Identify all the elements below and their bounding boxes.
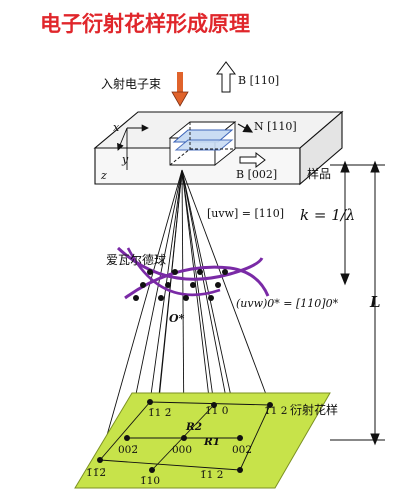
diffraction-screen xyxy=(74,392,331,489)
r2-label: R2 xyxy=(185,421,202,433)
axis-z-label: z xyxy=(100,169,107,182)
k-arrow xyxy=(340,160,350,286)
ewald-sphere xyxy=(116,246,270,300)
spot-label: 1̄1 2 xyxy=(200,469,223,481)
pattern-label: 衍射花样 xyxy=(290,402,338,417)
plane-label: (uvw)0* = [110]0* xyxy=(236,297,339,310)
l-arrow xyxy=(330,160,385,446)
spot-label: 1̄10 xyxy=(140,475,160,487)
spot-label: 1̄1 2 xyxy=(264,405,287,417)
sample-slab xyxy=(93,110,344,186)
page-title: 电子衍射花样形成原理 xyxy=(40,12,250,36)
l-label: L xyxy=(369,293,381,311)
incident-beam-label: 入射电子束 xyxy=(101,76,161,91)
incident-beam-arrow xyxy=(171,72,189,107)
reciprocal-points xyxy=(133,269,228,301)
axis-y-label: y xyxy=(121,153,129,166)
n110-arrow xyxy=(237,123,254,133)
r1-label: R1 xyxy=(203,436,220,448)
spot-label: 000 xyxy=(172,444,192,456)
spot-label: 002̄ xyxy=(118,444,138,456)
axis-x-label: x xyxy=(113,121,120,134)
sample-label: 样品 xyxy=(307,166,331,181)
crystal-cell xyxy=(168,121,237,166)
b110-arrow xyxy=(216,61,236,93)
n110-label: N [110] xyxy=(254,120,297,133)
b002-arrow xyxy=(239,151,266,169)
b002-label: B [002] xyxy=(236,168,277,181)
origin-label: O* xyxy=(169,312,185,325)
spot-label: 002 xyxy=(232,444,252,456)
axes xyxy=(117,124,149,170)
ewald-label: 爱瓦尔德球 xyxy=(106,252,166,267)
spot-label: 1̄1̄2̄ xyxy=(86,467,106,479)
uvw-label: [uvw] = [110] xyxy=(207,207,284,220)
b110-label: B [110] xyxy=(238,74,279,87)
spot-label: 1̄1 2̄ xyxy=(148,407,171,419)
k-label: k = 1/λ xyxy=(300,206,355,224)
spot-label: 1̄1 0 xyxy=(205,405,228,417)
